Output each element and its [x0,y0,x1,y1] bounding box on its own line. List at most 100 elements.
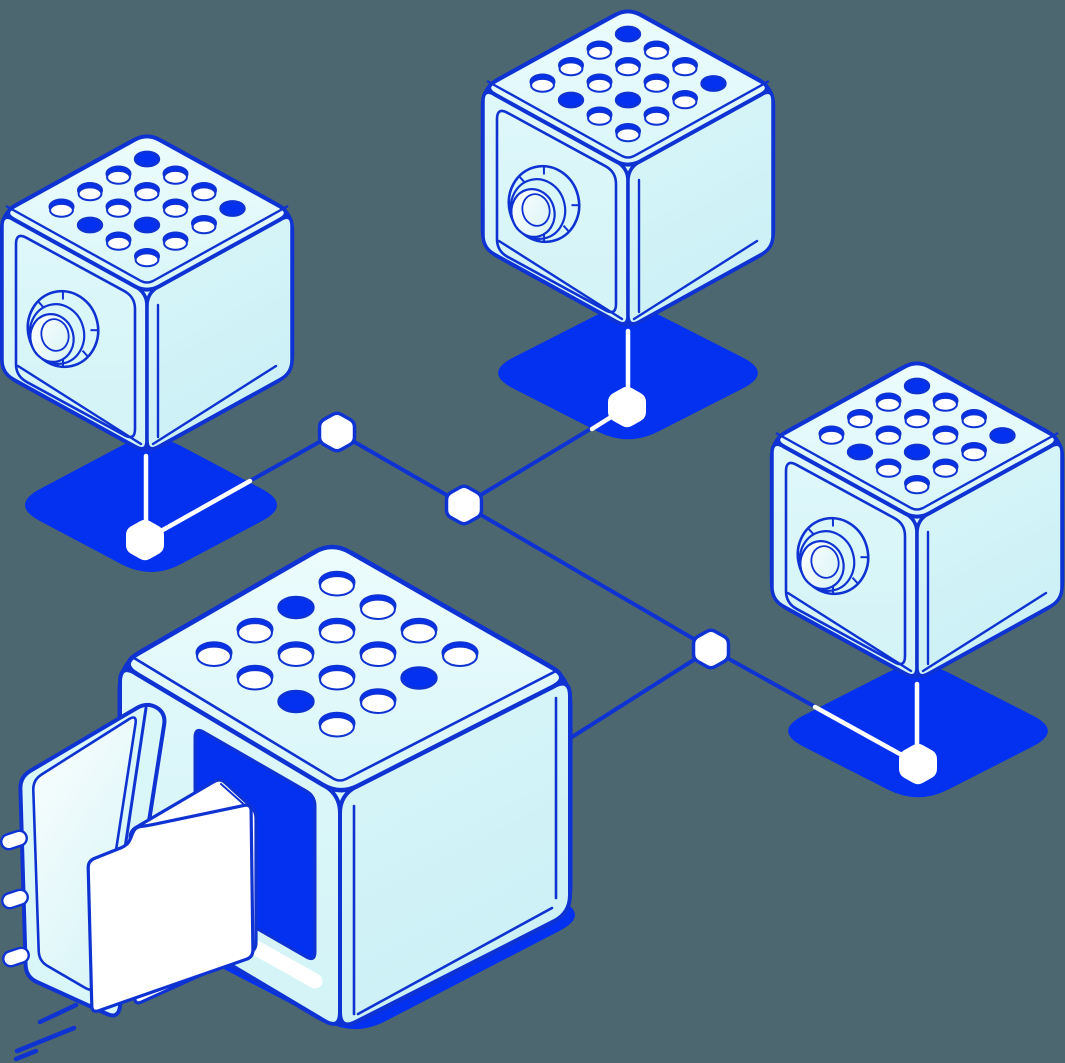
vault-hole [77,186,103,202]
vault-hole-filled [903,443,931,461]
vault-hole [163,235,188,251]
dial-knob [29,313,75,363]
vault-hole [644,44,669,60]
vault-hole-filled [700,75,727,92]
vault-hole [876,429,901,445]
vault-hole [360,645,396,667]
vault-hole [530,77,555,93]
vault-hole [587,44,612,60]
vault-hole [319,622,355,644]
vault-hole [587,77,612,93]
vault-hole [961,413,987,429]
vault-hole [191,219,217,235]
vault-hole [442,645,478,667]
dial-knob [510,188,556,238]
vault-hole [615,61,641,77]
vault-hole [163,169,188,185]
vault-hole [237,669,273,691]
door-hinge [0,829,28,851]
vault-hole [360,692,396,714]
speed-lines [13,1002,79,1062]
door-hinge [2,946,30,968]
vault-hole [106,235,131,251]
vault-hole [644,110,669,126]
safe-middle [480,9,776,326]
vault-hole [672,61,698,77]
vault-hole [933,429,958,445]
vault-hole [672,94,698,110]
safe-left [0,134,295,451]
vault-hole-filled [219,200,246,217]
vault-hole [360,598,396,620]
safe-top-face [776,361,1058,519]
vault-hole [819,429,844,445]
vault-hole [319,716,355,738]
top-edge-fold [133,656,557,782]
node-right-platform [899,743,937,785]
safe-door-panel [495,109,618,314]
node-left-platform [126,519,164,561]
safe-top-face [487,9,769,167]
node-center [444,484,484,526]
vault-hole [904,479,930,495]
vault-hole [644,77,669,93]
document-folder [86,778,258,1013]
vault-hole-filled [614,91,642,109]
safe-main-open [0,544,573,1027]
vault-hole [191,186,217,202]
vault-hole [49,202,74,218]
vault-hole [876,462,901,478]
node-junction-right [691,628,731,670]
vault-hole [961,446,987,462]
vault-hole [278,645,314,667]
vault-hole [163,202,188,218]
vault-holes [818,377,1016,495]
vault-hole [237,622,273,644]
vault-hole-filled [400,666,438,690]
vault-hole [401,622,437,644]
folder-front [86,803,255,1013]
vault-hole [933,396,958,412]
vault-hole-filled [903,377,931,395]
safe-door-panel [14,234,137,439]
vault-hole-filled [277,689,315,714]
safe-top-face [6,134,288,292]
vault-holes [195,570,479,738]
top-edge-fold [5,204,289,284]
vault-hole-filled [614,25,642,43]
node-middle-platform [608,386,646,428]
node-junction-left [317,411,357,453]
top-edge-fold [775,431,1059,511]
vault-hole [319,669,355,691]
vault-hole [904,413,930,429]
vault-holes [48,150,246,268]
top-edge-fold [486,79,770,159]
dial-knob [799,540,845,590]
safe-door-panel [784,461,907,666]
vault-hole [876,396,901,412]
vault-hole [106,169,131,185]
safe-right [769,361,1065,678]
door-hinge [1,888,29,910]
vault-hole [196,645,232,667]
vault-hole-filled [989,427,1016,444]
vault-hole [134,186,160,202]
network-nodes [126,386,937,785]
vault-hole-filled [133,216,161,234]
vault-hole [319,575,355,597]
vault-hole [558,61,584,77]
vault-hole [933,462,958,478]
vault-hole-filled [133,150,161,168]
vault-hole [615,127,641,143]
vault-hole-filled [557,91,585,109]
vault-hole [587,110,612,126]
vault-holes [529,25,727,143]
vault-hole [134,252,160,268]
vault-hole [106,202,131,218]
vault-hole-filled [76,216,104,234]
lock-dial [26,289,100,369]
lock-dial [796,516,870,596]
vault-hole-filled [277,595,315,620]
